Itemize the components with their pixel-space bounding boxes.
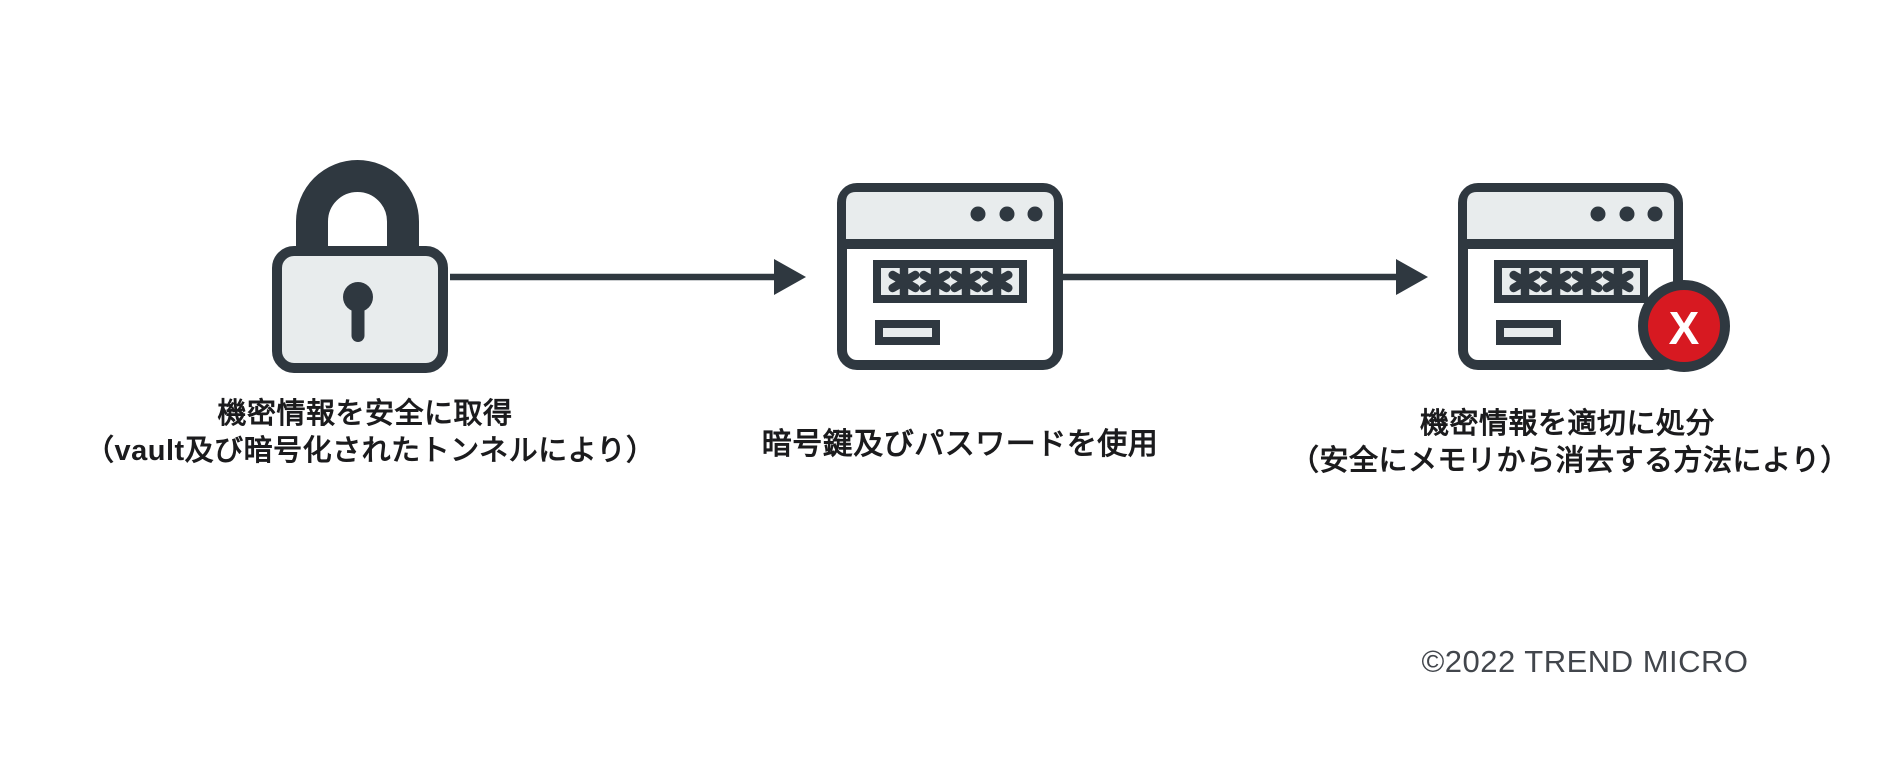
window-dots-icon — [970, 206, 1043, 222]
step-label-line: 機密情報を安全に取得 — [217, 398, 513, 430]
padlock-shackle — [296, 160, 419, 255]
arrow-head — [1396, 259, 1428, 295]
step-label-line: 暗号鍵及びパスワードを使用 — [761, 428, 1159, 461]
arrow-head — [774, 259, 806, 295]
password-mask — [1509, 264, 1634, 299]
submit-button-shape — [875, 320, 940, 345]
arrow-right-icon — [1062, 259, 1428, 295]
step-label-use: 暗号鍵及びパスワードを使用 — [710, 426, 1210, 463]
submit-button-shape — [1496, 320, 1561, 345]
copyright-text: ©2022 TREND MICRO — [1421, 644, 1749, 679]
password-mask — [888, 264, 1013, 299]
window-titlebar — [1467, 192, 1674, 239]
error-badge-icon: X — [1638, 280, 1730, 372]
arrow-right-icon — [450, 259, 806, 295]
window-titlebar — [846, 192, 1054, 239]
password-window-icon — [837, 183, 1063, 370]
step-label-line: （安全にメモリから消去する方法により） — [1290, 445, 1850, 477]
window-dots-icon — [1590, 206, 1663, 222]
padlock-icon — [272, 160, 448, 373]
password-window-error-icon: X — [1458, 183, 1730, 372]
keyhole-stem — [351, 297, 365, 342]
step-label-line: （vault及び暗号化されたトンネルにより） — [85, 435, 656, 467]
step-label-acquire: 機密情報を安全に取得 （vault及び暗号化されたトンネルにより） — [85, 396, 656, 470]
step-label-line: 機密情報を適切に処分 — [1419, 408, 1715, 440]
step-label-dispose: 機密情報を適切に処分 （安全にメモリから消去する方法により） — [1290, 406, 1850, 480]
error-x-glyph: X — [1669, 302, 1700, 354]
